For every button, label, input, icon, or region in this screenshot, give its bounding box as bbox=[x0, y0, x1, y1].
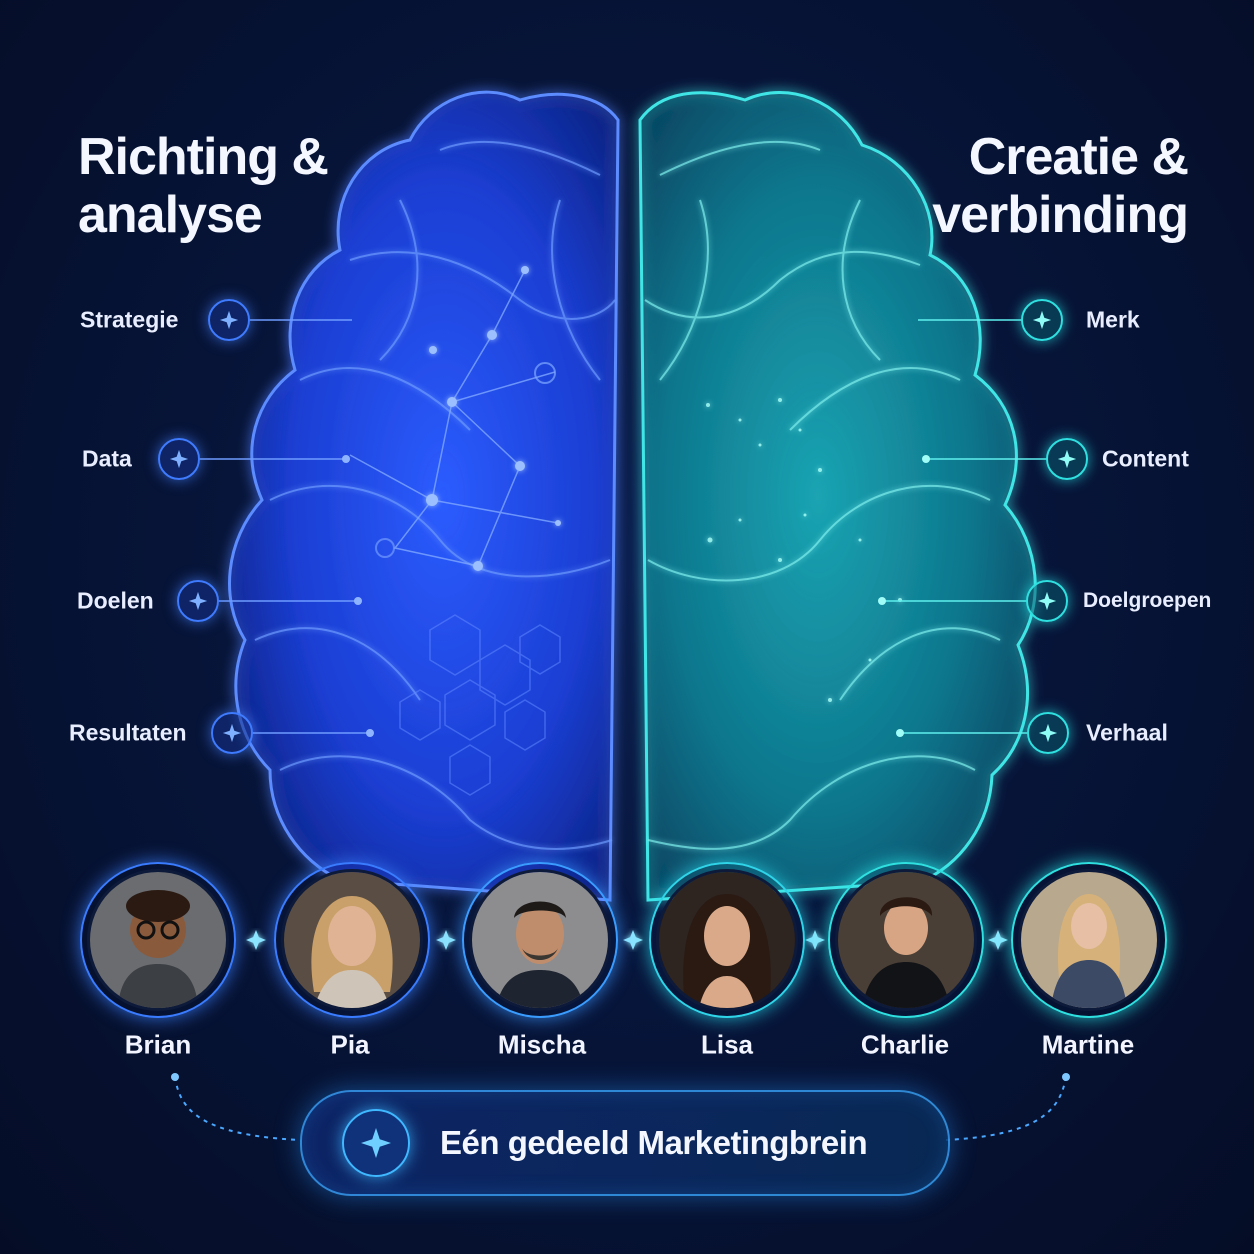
label-content: Content bbox=[1102, 445, 1189, 472]
sparkle-icon bbox=[342, 1109, 410, 1177]
label-strategie: Strategie bbox=[80, 306, 179, 333]
avatar-ring bbox=[80, 862, 236, 1018]
avatar-charlie bbox=[835, 869, 977, 1011]
right-heading-line1: Creatie & bbox=[968, 128, 1189, 186]
avatar-mischa bbox=[469, 869, 611, 1011]
avatar-lisa bbox=[656, 869, 798, 1011]
member-name-pia: Pia bbox=[330, 1029, 370, 1060]
avatar-ring bbox=[649, 862, 805, 1018]
label-merk: Merk bbox=[1086, 306, 1140, 333]
footer-banner: Eén gedeeld Marketingbrein bbox=[300, 1090, 950, 1196]
sparkle-icon bbox=[158, 438, 200, 480]
right-hemisphere bbox=[638, 91, 1037, 902]
sparkle-icon bbox=[1046, 438, 1088, 480]
sparkle-icon bbox=[1027, 712, 1069, 754]
sparkle-icon bbox=[1026, 580, 1068, 622]
avatar-pia bbox=[281, 869, 423, 1011]
label-resultaten: Resultaten bbox=[69, 719, 187, 746]
left-heading: Richting & analyse bbox=[78, 128, 329, 244]
sparkle-icon bbox=[211, 712, 253, 754]
right-heading: Creatie & verbinding bbox=[932, 128, 1189, 244]
sparkle-icon bbox=[177, 580, 219, 622]
sparkle-icon bbox=[208, 299, 250, 341]
avatar-ring bbox=[1011, 862, 1167, 1018]
member-name-charlie: Charlie bbox=[860, 1029, 950, 1060]
avatar-martine bbox=[1018, 869, 1160, 1011]
avatar-ring bbox=[462, 862, 618, 1018]
right-heading-line2: verbinding bbox=[932, 186, 1189, 244]
label-doelen: Doelen bbox=[77, 587, 154, 614]
label-doelgroepen: Doelgroepen bbox=[1083, 589, 1212, 612]
member-name-martine: Martine bbox=[1041, 1029, 1135, 1060]
left-heading-line1: Richting & bbox=[78, 128, 329, 186]
sparkle-icon bbox=[1021, 299, 1063, 341]
member-name-lisa: Lisa bbox=[700, 1029, 754, 1060]
left-heading-line2: analyse bbox=[78, 186, 263, 244]
label-data: Data bbox=[82, 445, 132, 472]
avatar-ring bbox=[828, 862, 984, 1018]
footer-text: Eén gedeeld Marketingbrein bbox=[440, 1124, 868, 1161]
member-name-mischa: Mischa bbox=[497, 1029, 587, 1060]
member-name-brian: Brian bbox=[124, 1029, 192, 1060]
avatar-brian bbox=[87, 869, 229, 1011]
avatar-ring bbox=[274, 862, 430, 1018]
label-verhaal: Verhaal bbox=[1086, 719, 1168, 746]
